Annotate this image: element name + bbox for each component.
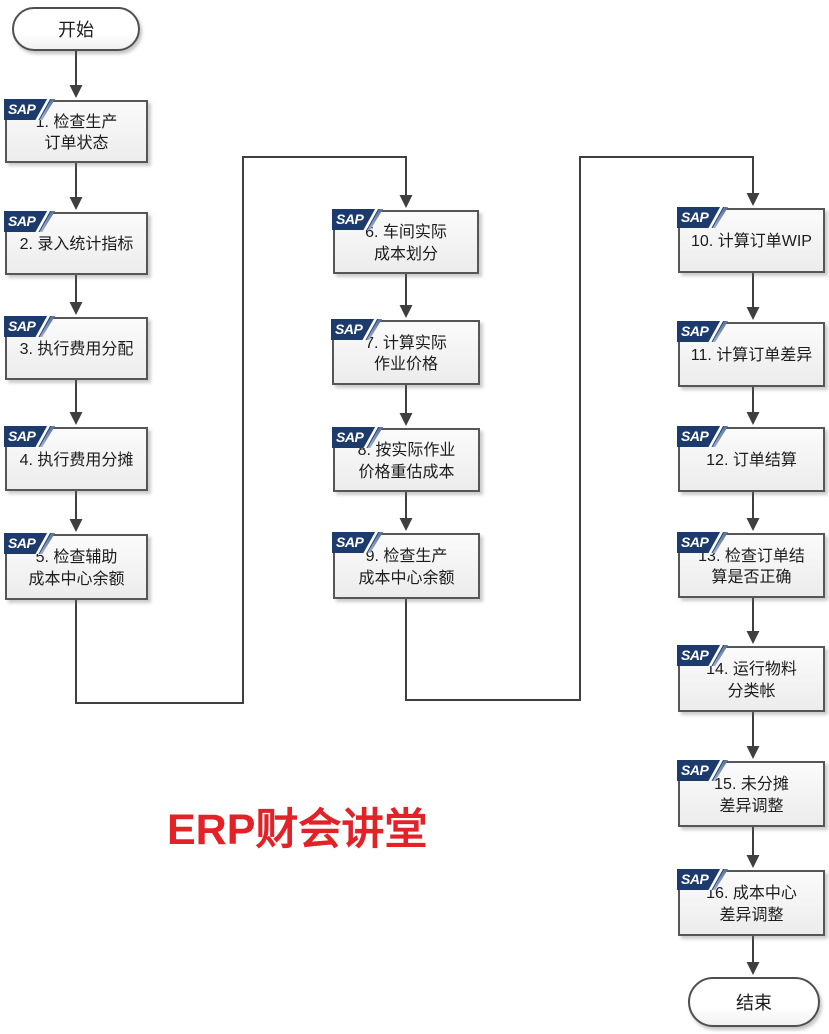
step-label: 12. 订单结算	[706, 452, 797, 470]
start-node: 开始	[12, 7, 140, 51]
sap-logo-icon: SAP	[332, 209, 383, 230]
sap-logo-text: SAP	[336, 429, 364, 445]
sap-logo-text: SAP	[681, 871, 709, 887]
step-label: 7. 计算实际 作业价格	[365, 334, 447, 373]
step-label: 5. 检查辅助 成本中心余额	[28, 549, 125, 588]
sap-logo-text: SAP	[681, 323, 709, 339]
sap-logo-icon: SAP	[4, 533, 55, 554]
sap-logo-icon: SAP	[677, 532, 728, 553]
sap-logo-text: SAP	[336, 211, 364, 227]
sap-logo-text: SAP	[681, 209, 709, 225]
start-label: 开始	[58, 20, 94, 40]
end-label: 结束	[736, 993, 772, 1013]
sap-logo-text: SAP	[8, 535, 36, 551]
step-box-11: SAP 11. 计算订单差异	[678, 322, 825, 387]
step-box-3: SAP 3. 执行费用分配	[5, 317, 148, 380]
sap-logo-text: SAP	[681, 762, 709, 778]
step-label: 6. 车间实际 成本划分	[365, 224, 447, 263]
sap-logo-text: SAP	[8, 428, 36, 444]
step-label: 13. 检查订单结 算是否正确	[698, 547, 805, 586]
step-label: 4. 执行费用分摊	[19, 451, 134, 469]
step-box-4: SAP 4. 执行费用分摊	[5, 427, 148, 491]
sap-logo-text: SAP	[336, 534, 364, 550]
step-box-2: SAP 2. 录入统计指标	[5, 212, 148, 275]
sap-logo-icon: SAP	[4, 316, 55, 337]
step-box-12: SAP 12. 订单结算	[678, 427, 825, 492]
sap-logo-icon: SAP	[4, 426, 55, 447]
sap-logo-text: SAP	[681, 647, 709, 663]
sap-logo-icon: SAP	[4, 99, 55, 120]
sap-logo-text: SAP	[8, 318, 36, 334]
watermark-title: ERP财会讲堂	[167, 806, 428, 854]
step-label: 10. 计算订单WIP	[691, 233, 812, 251]
step-label: 3. 执行费用分配	[19, 341, 134, 359]
step-label: 2. 录入统计指标	[19, 236, 134, 254]
step-box-10: SAP 10. 计算订单WIP	[678, 208, 825, 273]
sap-logo-icon: SAP	[677, 645, 728, 666]
sap-logo-icon: SAP	[331, 319, 382, 340]
sap-logo-icon: SAP	[332, 532, 383, 553]
sap-logo-text: SAP	[8, 101, 36, 117]
step-label: 11. 计算订单差异	[690, 347, 813, 365]
step-label: 1. 检查生产 订单状态	[35, 113, 118, 152]
sap-logo-icon: SAP	[677, 321, 728, 342]
sap-logo-text: SAP	[335, 321, 363, 337]
step-label: 14. 运行物料 分类帐	[706, 661, 797, 700]
sap-logo-icon: SAP	[4, 211, 55, 232]
end-node: 结束	[688, 977, 820, 1027]
sap-logo-icon: SAP	[677, 426, 728, 447]
sap-logo-icon: SAP	[332, 427, 383, 448]
step-label: 9. 检查生产 成本中心余额	[358, 548, 455, 587]
sap-logo-icon: SAP	[677, 760, 728, 781]
sap-logo-icon: SAP	[677, 207, 728, 228]
step-box-15: SAP 15. 未分摊 差异调整	[678, 761, 825, 827]
step-label: 16. 成本中心 差异调整	[706, 885, 797, 924]
sap-logo-text: SAP	[8, 213, 36, 229]
sap-logo-text: SAP	[681, 428, 709, 444]
sap-logo-icon: SAP	[677, 869, 728, 890]
sap-logo-text: SAP	[681, 534, 709, 550]
step-label: 15. 未分摊 差异调整	[714, 776, 789, 815]
